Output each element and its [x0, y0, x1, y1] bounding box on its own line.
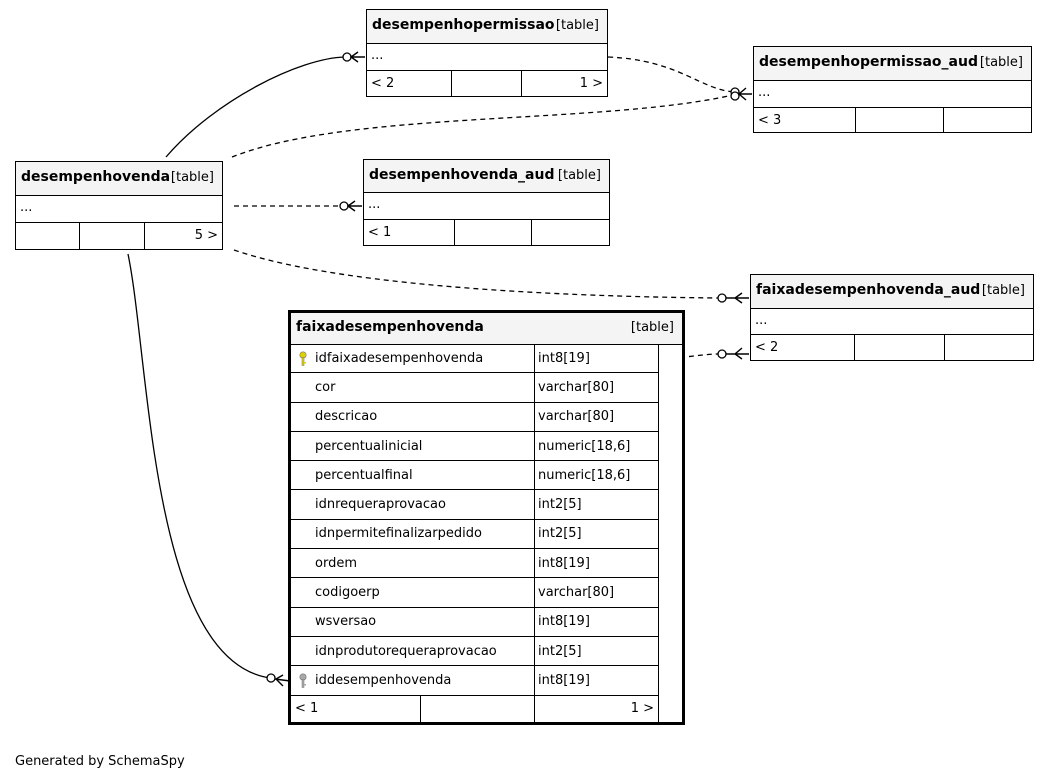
- column-name[interactable]: percentualfinal: [291, 461, 535, 490]
- table-name[interactable]: desempenhovenda_aud: [369, 167, 555, 183]
- table-header: faixadesempenhovenda_aud [table]: [751, 275, 1033, 309]
- footer-middle: [855, 335, 945, 361]
- table-header: desempenhopermissao [table]: [367, 10, 607, 44]
- parents-link[interactable]: < 1: [364, 220, 455, 246]
- columns-ellipsis: ...: [751, 309, 1033, 335]
- table-name[interactable]: faixadesempenhovenda: [296, 319, 484, 335]
- footer-middle: [452, 71, 522, 96]
- column-name[interactable]: wsversao: [291, 607, 535, 636]
- edge-desempenhovenda-desempenhopermissao-aud: [231, 94, 734, 158]
- column-name[interactable]: ordem: [291, 549, 535, 578]
- column-name[interactable]: idfaixadesempenhovenda: [291, 344, 535, 373]
- table-desempenhopermissao[interactable]: desempenhopermissao [table] ... < 2 1 >: [366, 9, 608, 97]
- column-type: int2[5]: [535, 490, 659, 519]
- table-type: [table]: [979, 55, 1023, 70]
- table-type: [table]: [170, 170, 214, 185]
- footer-left: [16, 223, 80, 249]
- parents-link[interactable]: < 3: [754, 108, 856, 133]
- table-name[interactable]: desempenhopermissao: [372, 17, 555, 33]
- columns-ellipsis: ...: [367, 44, 607, 71]
- footer-right: [944, 108, 1031, 133]
- footer-right: [532, 220, 609, 246]
- table-header: desempenhovenda [table]: [16, 162, 222, 196]
- footer-right: [945, 335, 1033, 361]
- column-name[interactable]: codigoerp: [291, 578, 535, 607]
- table-faixadesempenhovenda-aud[interactable]: faixadesempenhovenda_aud [table] ... < 2: [750, 274, 1034, 361]
- footer-middle: [856, 108, 944, 133]
- parents-link[interactable]: < 2: [751, 335, 855, 361]
- children-link[interactable]: 1 >: [579, 76, 603, 91]
- column-type: varchar[80]: [535, 578, 659, 607]
- column-type: int8[19]: [535, 666, 659, 695]
- table-type: [table]: [981, 283, 1025, 298]
- table-footer: < 1: [364, 220, 609, 246]
- footer-middle: [80, 223, 145, 249]
- column-name[interactable]: percentualinicial: [291, 431, 535, 461]
- columns-ellipsis: ...: [16, 196, 222, 223]
- table-name[interactable]: desempenhovenda: [21, 169, 171, 185]
- table-desempenhovenda[interactable]: desempenhovenda [table] ... 5 >: [15, 161, 223, 250]
- parents-link[interactable]: < 1: [291, 696, 421, 722]
- column-type: int2[5]: [535, 636, 659, 666]
- generated-by-note: Generated by SchemaSpy: [15, 754, 185, 769]
- children-link[interactable]: 5 >: [194, 228, 218, 243]
- children-link[interactable]: 1 >: [630, 701, 654, 716]
- column-type: varchar[80]: [535, 373, 659, 402]
- foreign-key-icon: [299, 673, 307, 689]
- table-type: [table]: [630, 320, 674, 335]
- table-name[interactable]: desempenhopermissao_aud: [759, 54, 978, 70]
- column-type: int8[19]: [535, 607, 659, 636]
- table-footer: < 1 1 >: [291, 696, 659, 722]
- table-footer: < 2 1 >: [367, 71, 607, 96]
- table-type: [table]: [557, 168, 601, 183]
- column-type: int8[19]: [535, 549, 659, 578]
- column-type: numeric[18,6]: [535, 431, 659, 461]
- table-footer: < 3: [754, 108, 1031, 133]
- table-header: faixadesempenhovenda [table]: [291, 313, 682, 345]
- column-type: int2[5]: [535, 519, 659, 549]
- column-name[interactable]: iddesempenhovenda: [291, 666, 535, 695]
- column-type: int8[19]: [535, 344, 659, 373]
- column-name[interactable]: descricao: [291, 402, 535, 431]
- column-name[interactable]: idnpermitefinalizarpedido: [291, 519, 535, 549]
- table-footer: 5 >: [16, 223, 222, 249]
- table-name[interactable]: faixadesempenhovenda_aud: [756, 282, 981, 298]
- parents-link[interactable]: < 2: [367, 71, 452, 96]
- columns-ellipsis: ...: [364, 193, 609, 220]
- table-desempenhovenda-aud[interactable]: desempenhovenda_aud [table] ... < 1: [363, 159, 610, 246]
- edge-desempenhovenda-faixadesempenhovenda: [127, 253, 271, 679]
- edge-desempenhovenda-desempenhopermissao: [165, 56, 346, 158]
- footer-middle: [421, 696, 535, 722]
- column-name[interactable]: idnprodutorequeraprovacao: [291, 636, 535, 666]
- column-name[interactable]: idnrequeraprovacao: [291, 490, 535, 519]
- columns-ellipsis: ...: [754, 81, 1031, 108]
- column-name[interactable]: cor: [291, 373, 535, 402]
- table-header: desempenhopermissao_aud [table]: [754, 47, 1031, 81]
- table-type: [table]: [555, 18, 599, 33]
- primary-key-icon: [299, 351, 307, 366]
- table-footer: < 2: [751, 335, 1033, 361]
- footer-middle: [455, 220, 532, 246]
- edge-desempenhopermissao-aud: [607, 56, 736, 93]
- column-type: numeric[18,6]: [535, 461, 659, 490]
- table-faixadesempenhovenda[interactable]: faixadesempenhovenda [table] idfaixadese…: [288, 310, 685, 725]
- column-type: varchar[80]: [535, 402, 659, 431]
- edge-desempenhovenda-faixadesempenhovenda-aud: [233, 249, 721, 299]
- table-header: desempenhovenda_aud [table]: [364, 160, 609, 193]
- table-desempenhopermissao-aud[interactable]: desempenhopermissao_aud [table] ... < 3: [753, 46, 1032, 133]
